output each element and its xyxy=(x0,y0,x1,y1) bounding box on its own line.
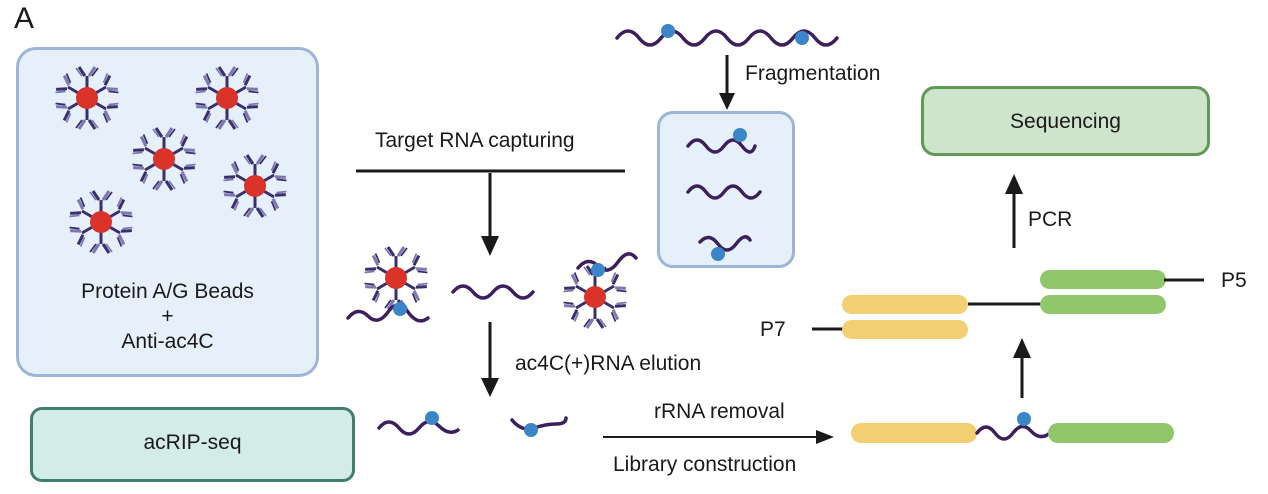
bead-antibody-complex xyxy=(69,191,134,253)
acrip-seq-box xyxy=(30,407,355,482)
rna-strand xyxy=(576,252,638,272)
ac4c-mark xyxy=(1017,412,1031,426)
adapter-yellow xyxy=(851,423,977,443)
rna-insert xyxy=(975,424,1052,441)
ac4c-mark xyxy=(591,263,605,277)
fragmentation-label: Fragmentation xyxy=(745,62,881,85)
method-label: acRIP-seq xyxy=(143,431,242,454)
beads-label-line2: + xyxy=(161,305,174,328)
ac4c-mark xyxy=(393,302,407,316)
rna-fragment xyxy=(686,184,762,200)
adapter-green xyxy=(1048,423,1174,443)
ac4c-mark xyxy=(733,128,747,142)
ac4c-mark xyxy=(711,247,725,261)
adapter-yellow xyxy=(842,295,968,314)
rna-fragment xyxy=(510,416,568,431)
ac4c-mark xyxy=(425,411,439,425)
adapter-green xyxy=(1040,270,1166,289)
target-capture-label: Target RNA capturing xyxy=(375,129,575,152)
bead-antibody-complex xyxy=(364,247,429,309)
rna-strand xyxy=(451,284,535,300)
rna-fragment xyxy=(686,138,757,154)
panel-label: A xyxy=(14,2,35,35)
library-label: Library construction xyxy=(613,453,797,476)
p5-label: P5 xyxy=(1221,269,1247,292)
beads-box xyxy=(16,47,319,377)
rrna-removal-label: rRNA removal xyxy=(654,400,785,423)
bead-antibody-complex xyxy=(195,67,260,129)
ac4c-mark xyxy=(795,31,809,45)
adapter-green xyxy=(1040,295,1166,314)
beads-label-line3: Anti-ac4C xyxy=(121,330,214,353)
ac4c-mark xyxy=(661,24,675,38)
rna-fragment xyxy=(698,235,752,252)
rna-fragment xyxy=(377,419,460,436)
rna-strand xyxy=(346,303,430,323)
bead-antibody-complex xyxy=(132,128,197,190)
elution-label: ac4C(+)RNA elution xyxy=(515,352,702,375)
p7-label: P7 xyxy=(760,318,786,341)
pcr-label: PCR xyxy=(1028,208,1073,231)
sequencing-label: Sequencing xyxy=(1010,110,1121,133)
bead-antibody-complex xyxy=(55,67,120,129)
ac4c-mark xyxy=(524,423,538,437)
bead-antibody-complex xyxy=(223,155,288,217)
adapter-yellow xyxy=(842,320,968,339)
sequencing-box xyxy=(921,86,1210,156)
beads-label-line1: Protein A/G Beads xyxy=(81,280,254,303)
